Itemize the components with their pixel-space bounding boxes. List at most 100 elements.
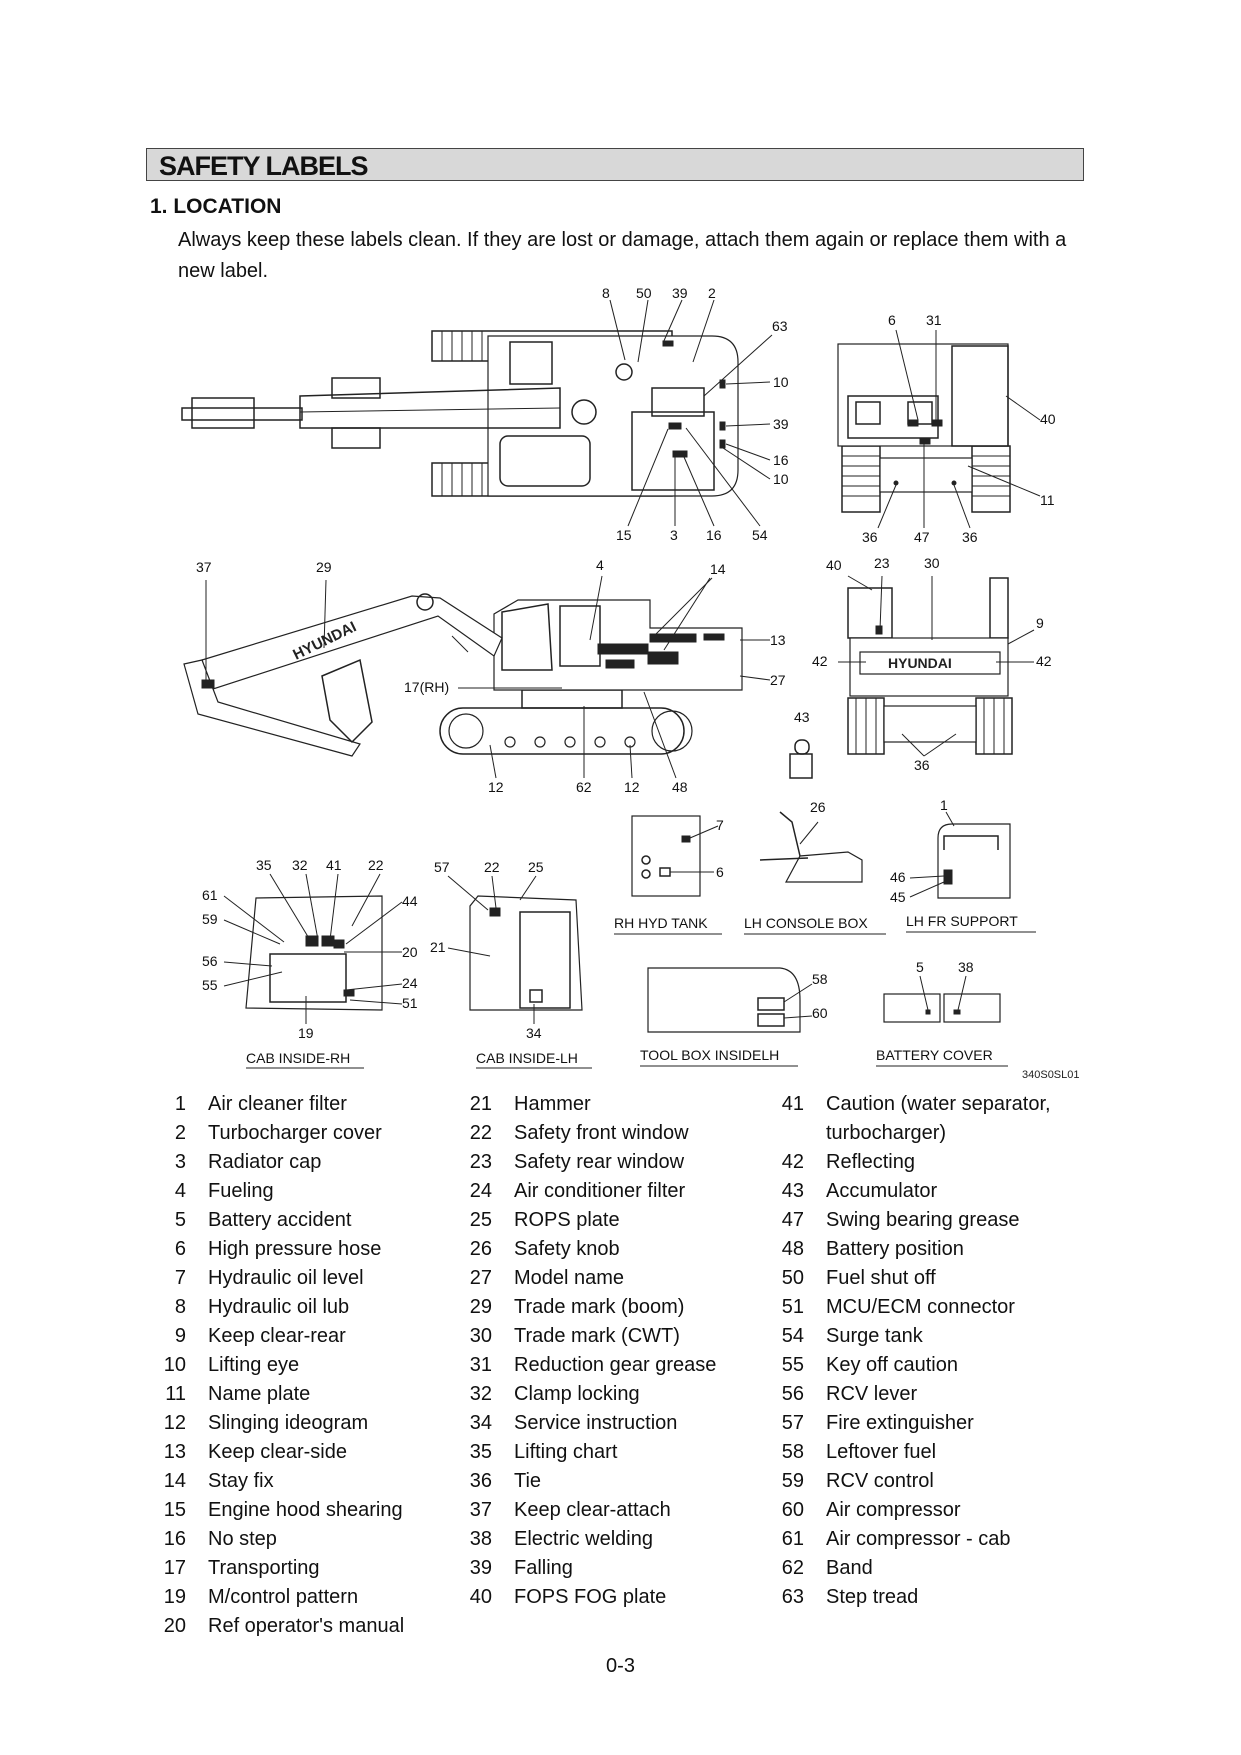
callout-cablh-22: 22 bbox=[484, 859, 500, 875]
callout-cabrh-32: 32 bbox=[292, 857, 308, 873]
section-header-bar: SAFETY LABELS bbox=[146, 148, 1084, 181]
legend-num: 16 bbox=[163, 1528, 186, 1550]
legend-num: 11 bbox=[165, 1383, 186, 1405]
legend-text: Battery accident bbox=[208, 1209, 352, 1231]
legend-num: 38 bbox=[469, 1528, 492, 1550]
legend-num: 26 bbox=[469, 1238, 492, 1260]
callout-cabrh-59: 59 bbox=[202, 911, 218, 927]
legend-text: Clamp locking bbox=[514, 1383, 640, 1405]
page-number: 0-3 bbox=[606, 1655, 635, 1677]
legend-text: M/control pattern bbox=[208, 1586, 359, 1608]
callout-side-13: 13 bbox=[770, 632, 786, 648]
legend-text: ROPS plate bbox=[514, 1209, 620, 1231]
legend-num: 54 bbox=[781, 1325, 804, 1347]
lh-console-box-caption: LH CONSOLE BOX bbox=[744, 915, 868, 931]
figure-code: 340S0SL01 bbox=[1022, 1069, 1080, 1081]
legend-text: RCV lever bbox=[826, 1383, 918, 1405]
callout-top-63: 63 bbox=[772, 318, 788, 334]
cab-inside-rh-caption: CAB INSIDE-RH bbox=[246, 1050, 350, 1066]
callout-top-54: 54 bbox=[752, 527, 768, 543]
legend-num: 3 bbox=[174, 1151, 186, 1173]
legend-num: 48 bbox=[781, 1238, 804, 1260]
callout-front-42a: 42 bbox=[812, 653, 828, 669]
legend-num: 62 bbox=[781, 1557, 804, 1579]
side-view-drawing: HYUNDAI bbox=[183, 593, 743, 757]
legend-text: Key off caution bbox=[826, 1354, 958, 1376]
rear-view-callouts: 6 31 40 11 36 47 36 bbox=[862, 312, 1056, 545]
callout-side-17rh: 17(RH) bbox=[404, 679, 449, 695]
legend-text: Electric welding bbox=[514, 1528, 653, 1550]
legend-text: Fire extinguisher bbox=[826, 1412, 974, 1434]
legend-num: 32 bbox=[469, 1383, 492, 1405]
callout-cablh-25: 25 bbox=[528, 859, 544, 875]
legend-text: Hydraulic oil level bbox=[208, 1267, 364, 1289]
legend-text: Trade mark (boom) bbox=[514, 1296, 685, 1318]
legend-text: High pressure hose bbox=[208, 1238, 382, 1260]
callout-rear-6: 6 bbox=[888, 312, 896, 328]
legend-num: 42 bbox=[781, 1151, 804, 1173]
subsection-title: 1. LOCATION bbox=[150, 195, 282, 218]
callout-cabrh-55: 55 bbox=[202, 977, 218, 993]
legend-text: Fueling bbox=[208, 1180, 274, 1202]
callout-battery-38: 38 bbox=[958, 959, 974, 975]
callout-top-16: 16 bbox=[773, 452, 789, 468]
callout-side-14: 14 bbox=[710, 561, 726, 577]
legend-text: Service instruction bbox=[514, 1412, 678, 1434]
legend-num: 1 bbox=[174, 1093, 186, 1115]
legend-num: 20 bbox=[163, 1615, 186, 1637]
legend-num: 43 bbox=[781, 1180, 804, 1202]
battery-cover-drawing: 5 38 BATTERY COVER bbox=[876, 959, 1008, 1067]
lh-fr-support-caption: LH FR SUPPORT bbox=[906, 913, 1018, 929]
legend-num: 6 bbox=[174, 1238, 186, 1260]
legend-num: 21 bbox=[469, 1093, 492, 1115]
legend-text: Safety knob bbox=[514, 1238, 620, 1260]
rh-hyd-tank-drawing: 7 6 RH HYD TANK bbox=[614, 815, 724, 935]
callout-front-43: 43 bbox=[794, 709, 810, 725]
legend-text: Swing bearing grease bbox=[826, 1209, 1020, 1231]
legend-num: 7 bbox=[174, 1267, 186, 1289]
legend-text: turbocharger) bbox=[826, 1122, 947, 1144]
callout-cabrh-24: 24 bbox=[402, 975, 418, 991]
rh-hyd-tank-caption: RH HYD TANK bbox=[614, 915, 708, 931]
legend-num: 22 bbox=[469, 1122, 492, 1144]
cwt-brand-text: HYUNDAI bbox=[888, 655, 952, 671]
legend-text: Safety front window bbox=[514, 1122, 689, 1144]
legend-num: 29 bbox=[469, 1296, 492, 1318]
legend-text: FOPS FOG plate bbox=[514, 1586, 667, 1608]
callout-top-3: 3 bbox=[670, 527, 678, 543]
rear-view-drawing bbox=[837, 343, 1011, 513]
legend-text: Keep clear-side bbox=[208, 1441, 347, 1463]
legend-text: Air compressor - cab bbox=[826, 1528, 1011, 1550]
legend-text: Caution (water separator, bbox=[826, 1093, 1051, 1115]
callout-cabrh-56: 56 bbox=[202, 953, 218, 969]
callout-cabrh-61: 61 bbox=[202, 887, 218, 903]
legend-num: 23 bbox=[469, 1151, 492, 1173]
legend-text: Accumulator bbox=[826, 1180, 938, 1202]
legend-num: 5 bbox=[174, 1209, 186, 1231]
legend-num: 63 bbox=[781, 1586, 804, 1608]
legend-text: Trade mark (CWT) bbox=[514, 1325, 680, 1347]
callout-side-12a: 12 bbox=[488, 779, 504, 795]
callout-front-40: 40 bbox=[826, 557, 842, 573]
callout-side-29: 29 bbox=[316, 559, 332, 575]
callout-rear-47: 47 bbox=[914, 529, 930, 545]
legend-text: Ref operator's manual bbox=[208, 1615, 405, 1637]
legend-num: 12 bbox=[163, 1412, 186, 1434]
callout-front-36: 36 bbox=[914, 757, 930, 773]
callout-side-4: 4 bbox=[596, 557, 604, 573]
callout-support-45: 45 bbox=[890, 889, 906, 905]
callout-front-30: 30 bbox=[924, 555, 940, 571]
legend-text: Lifting chart bbox=[514, 1441, 618, 1463]
top-view-drawing bbox=[181, 330, 739, 497]
callout-tank-7: 7 bbox=[716, 817, 724, 833]
legend-num: 4 bbox=[174, 1180, 186, 1202]
legend-num: 37 bbox=[469, 1499, 492, 1521]
side-view-callouts: 37 29 4 14 13 17(RH) 27 12 62 12 48 bbox=[196, 557, 786, 795]
callout-rear-36b: 36 bbox=[962, 529, 978, 545]
legend-num: 59 bbox=[781, 1470, 804, 1492]
callout-top-16b: 16 bbox=[706, 527, 722, 543]
callout-top-8: 8 bbox=[602, 285, 610, 301]
legend-text: Transporting bbox=[208, 1557, 320, 1579]
legend-num: 51 bbox=[781, 1296, 804, 1318]
intro-text: Always keep these labels clean. If they … bbox=[178, 229, 1067, 282]
